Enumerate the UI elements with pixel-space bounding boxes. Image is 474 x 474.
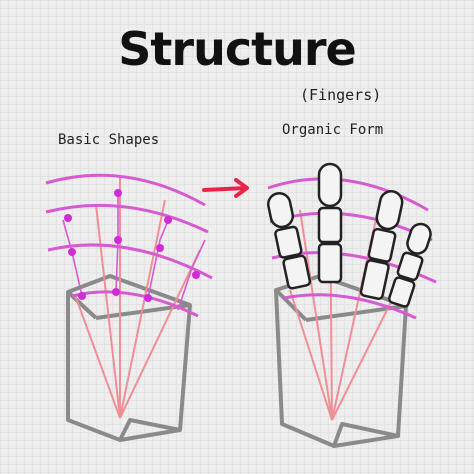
finger-middle (317, 162, 343, 284)
joint-dot (112, 288, 120, 296)
basic-shapes-label: Basic Shapes (58, 132, 160, 148)
joint-dot (114, 236, 122, 244)
finger-index (267, 191, 312, 290)
page-subtitle: (Fingers) (300, 86, 382, 104)
right-fingers (267, 162, 432, 308)
page-title: Structure (118, 22, 356, 76)
finger-ring (359, 190, 404, 300)
right-guide-lines (289, 189, 413, 421)
joint-dot (68, 248, 76, 256)
organic-form-label: Organic Form (282, 122, 384, 138)
joint-dot (114, 189, 122, 197)
left-joint-dots (64, 189, 200, 302)
joint-dot (156, 244, 164, 252)
joint-dot (144, 294, 152, 302)
joint-dot (64, 214, 72, 222)
left-guide-lines (74, 175, 201, 419)
joint-dot (78, 292, 86, 300)
arrow-icon (202, 178, 249, 198)
joint-dot (164, 216, 172, 224)
left-palm-box (66, 274, 192, 442)
finger-pinky (387, 222, 432, 308)
right-palm-box (274, 274, 408, 448)
joint-dot (192, 271, 200, 279)
